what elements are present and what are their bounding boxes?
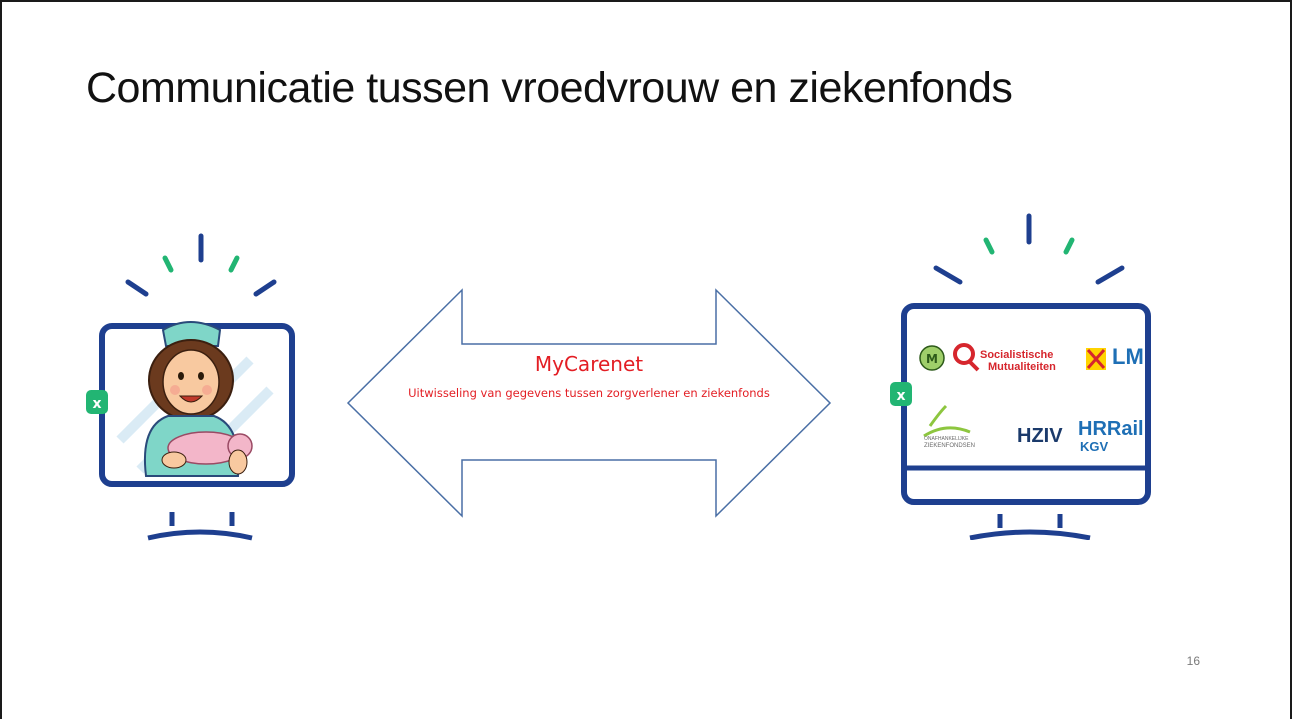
- svg-text:x: x: [92, 396, 101, 412]
- mycarenet-subtitle: Uitwisseling van gegevens tussen zorgver…: [408, 386, 770, 400]
- mycarenet-double-arrow: MyCarenet Uitwisseling van gegevens tuss…: [344, 288, 834, 518]
- logo-ziekenfondsen-text: ZIEKENFONDSEN: [924, 443, 976, 449]
- nurse-with-baby-monitor-icon: x: [86, 233, 295, 541]
- insurance-logos-monitor-icon: x M: [890, 213, 1151, 541]
- logo-onafhankelijke-text: ONAFHANKELIJKE: [924, 436, 969, 442]
- slide-title: Communicatie tussen vroedvrouw en zieken…: [86, 64, 1013, 112]
- logo-mutualiteiten-text: Mutualiteiten: [988, 361, 1056, 373]
- mycarenet-title: MyCarenet: [534, 352, 644, 376]
- svg-text:M: M: [926, 352, 938, 366]
- svg-text:x: x: [896, 388, 905, 404]
- nurse-monitor-illustration: x: [80, 230, 320, 546]
- logo-kgv-text: KGV: [1080, 439, 1109, 454]
- insurance-monitor-illustration: x M Socialistische Mutualiteiten LM ONAF…: [874, 210, 1184, 541]
- logo-socialistische-text: Socialistische: [980, 349, 1054, 361]
- logo-hrrail-text: HRRail: [1078, 418, 1144, 440]
- page-number: 16: [1186, 654, 1200, 668]
- double-arrow-icon: [346, 288, 832, 518]
- logo-hziv-text: HZIV: [1017, 425, 1063, 447]
- logo-lm-text: LM: [1112, 344, 1144, 369]
